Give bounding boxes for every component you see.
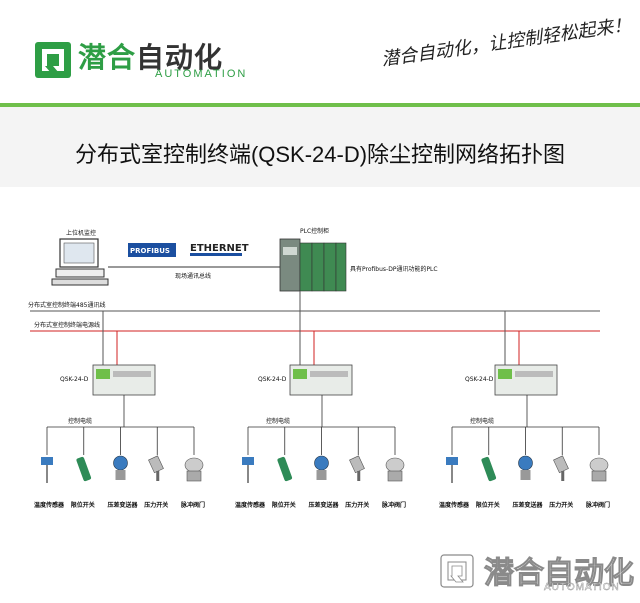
device-1-5: 脉冲阀门 [180,427,205,509]
device-2-3: 压差变送器 [309,427,340,509]
upper-pc-icon [51,238,109,286]
device-label: 压差变送器 [108,501,139,509]
network-topology-diagram: 上位机监控 PROFIBUS ETHERNET 现场通讯总线 PLC控制柜 具有… [28,227,610,509]
footer-logo: 潜合自动化 AUTOMATION [440,552,640,602]
device-2-1: 温度传感器 [235,427,266,509]
device-label: 温度传感器 [235,501,266,509]
terminal-group-3: QSK-24-D 控制电缆 [452,311,599,428]
pressure-transmitter-icon [518,455,533,480]
device-1-3: 压差变送器 [108,427,139,509]
cable-label: 控制电缆 [68,417,92,425]
device-label: 压力开关 [345,501,369,509]
profibus-logo: PROFIBUS [128,243,176,257]
device-2-4: 压力开关 [345,427,369,509]
device-3-3: 压差变送器 [513,427,544,509]
terminal-group-1: QSK-24-D 控制电缆 [47,311,194,428]
temp-sensor-icon [242,457,254,483]
logo-text: 潜合自动化 [78,36,223,76]
pulse-valve-icon [184,457,204,482]
profibus-label: PROFIBUS [130,247,170,255]
plc-label: PLC控制柜 [300,227,329,235]
limit-switch-icon [481,456,497,482]
device-2-5: 脉冲阀门 [381,427,406,509]
pressure-switch-icon [349,455,365,481]
plc-icon [279,238,347,292]
device-label: 压差变送器 [309,501,340,509]
terminal-group-2: QSK-24-D 控制电缆 [248,311,395,428]
device-1-4: 压力开关 [144,427,168,509]
device-label: 温度传感器 [439,501,470,509]
device-label: 脉冲阀门 [180,501,205,509]
bus-label: 现场通讯总线 [175,272,211,280]
power-label: 分布式室控制终端电源线 [34,321,100,329]
plc-note: 具有Profibus-DP通讯功能的PLC [350,265,438,273]
title-band [0,107,640,187]
pulse-valve-icon [385,457,405,482]
pressure-transmitter-icon [113,455,128,480]
limit-switch-icon [76,456,92,482]
device-label: 限位开关 [71,501,95,509]
device-groups: 温度传感器限位开关压差变送器压力开关脉冲阀门温度传感器限位开关压差变送器压力开关… [34,427,610,509]
slogan: 潜合自动化，让控制轻松起来！ [379,14,633,71]
pressure-switch-icon [553,455,569,481]
cable-label: 控制电缆 [470,417,494,425]
upper-pc-label: 上位机监控 [66,229,96,237]
device-3-2: 限位开关 [476,427,500,509]
header-divider [0,103,640,107]
device-label: 脉冲阀门 [585,501,610,509]
device-label: 温度传感器 [34,501,65,509]
device-label: 压力开关 [144,501,168,509]
pulse-valve-icon [589,457,609,482]
rs485-label: 分布式室控制终端485通讯线 [28,301,105,309]
device-3-4: 压力开关 [549,427,573,509]
device-label: 限位开关 [476,501,500,509]
device-3-1: 温度传感器 [439,427,470,509]
header: 潜合自动化 AUTOMATION 潜合自动化，让控制轻松起来！ [0,0,640,100]
pressure-switch-icon [148,455,164,481]
terminal-model: QSK-24-D [258,376,287,383]
temp-sensor-icon [446,457,458,483]
device-3-5: 脉冲阀门 [585,427,610,509]
device-label: 脉冲阀门 [381,501,406,509]
logo-text-dark: 自动化 [136,42,224,73]
pressure-transmitter-icon [314,455,329,480]
limit-switch-icon [277,456,293,482]
device-2-2: 限位开关 [272,427,296,509]
page-title: 分布式室控制终端(QSK-24-D)除尘控制网络拓扑图 [74,142,566,167]
logo-text-green: 潜合 [78,42,137,73]
device-label: 限位开关 [272,501,296,509]
footer-logo-subtitle: AUTOMATION [544,582,620,593]
device-label: 压差变送器 [513,501,544,509]
terminal-model: QSK-24-D [465,376,494,383]
footer-logo-text: 潜合自动化 [484,557,635,591]
terminal-model: QSK-24-D [60,376,89,383]
device-label: 压力开关 [549,501,573,509]
cable-label: 控制电缆 [266,417,290,425]
ethernet-label: ETHERNET [190,243,249,254]
ethernet-logo: ETHERNET [190,243,249,256]
device-1-1: 温度传感器 [34,427,65,509]
device-1-2: 限位开关 [71,427,95,509]
company-logo-icon [35,42,71,78]
logo-subtitle: AUTOMATION [155,68,248,80]
temp-sensor-icon [41,457,53,483]
footer-logo-icon [440,554,474,588]
